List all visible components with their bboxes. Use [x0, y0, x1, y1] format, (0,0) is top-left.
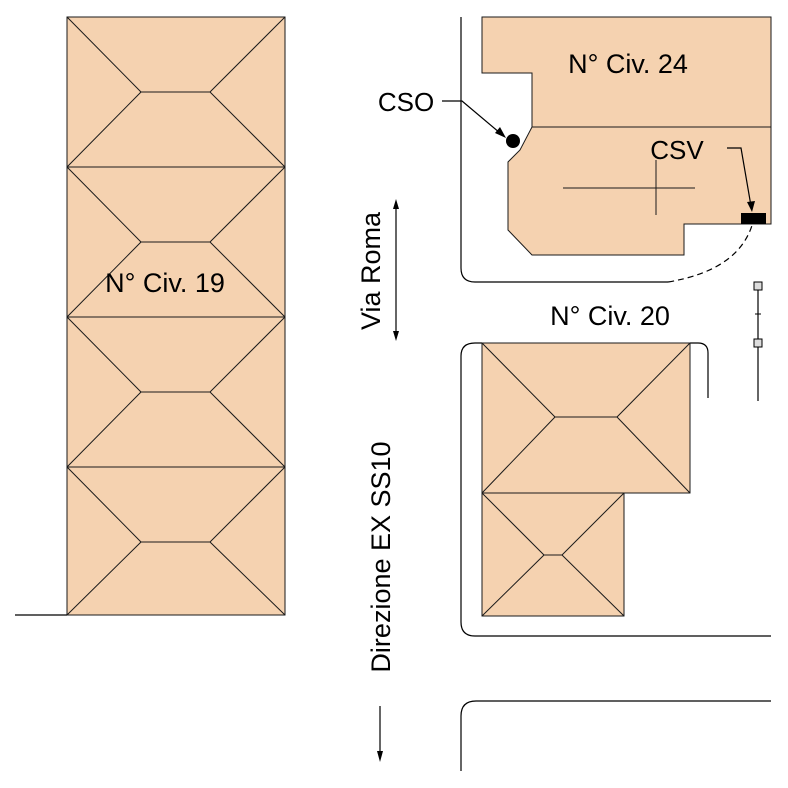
- street-arrow-head-up: [393, 199, 399, 209]
- lot-24-boundary: [460, 17, 668, 283]
- roof-module-2: [66, 166, 286, 318]
- label-civ-24: N° Civ. 24: [568, 49, 688, 79]
- building-19-outline: [66, 16, 286, 616]
- direction-arrow-head: [377, 751, 383, 762]
- label-civ-19: N° Civ. 19: [105, 268, 225, 298]
- roof-module-4: [66, 466, 286, 616]
- street-arrow-head-down: [393, 331, 399, 341]
- lot-20-boundary: [460, 342, 771, 637]
- building-20-upper-roof: [481, 342, 691, 494]
- csv-leader: [727, 147, 752, 207]
- cso-leader: [442, 100, 501, 134]
- lot-24-dashed-curve: [667, 221, 754, 283]
- building-20-upper: [481, 342, 691, 494]
- csv-leader-arrow: [747, 201, 755, 212]
- roof-module-3: [66, 316, 286, 468]
- building-24-crosshair: [563, 160, 695, 215]
- lot-20-boundary-right: [690, 342, 709, 398]
- pole-fixture: [753, 281, 763, 401]
- bottom-lot-boundary: [460, 700, 771, 771]
- building-24-lower: [507, 126, 772, 256]
- cso-leader-arrow: [495, 127, 506, 138]
- cso-marker: [506, 134, 520, 148]
- building-20-lower-roof: [481, 492, 625, 617]
- lot-civ-24: N° Civ. 24 CSO CSV: [378, 16, 772, 283]
- label-civ-20: N° Civ. 20: [550, 301, 670, 331]
- building-civ-19: N° Civ. 19: [15, 16, 286, 616]
- label-csv: CSV: [650, 135, 704, 165]
- label-direzione: Direzione EX SS10: [366, 441, 396, 672]
- roof-module-1: [66, 16, 286, 168]
- label-via-roma: Via Roma: [356, 211, 386, 330]
- label-cso: CSO: [378, 87, 434, 117]
- lot-civ-20: N° Civ. 20: [460, 301, 771, 637]
- street-annotation: Via Roma Direzione EX SS10: [356, 199, 399, 762]
- csv-marker: [741, 213, 766, 224]
